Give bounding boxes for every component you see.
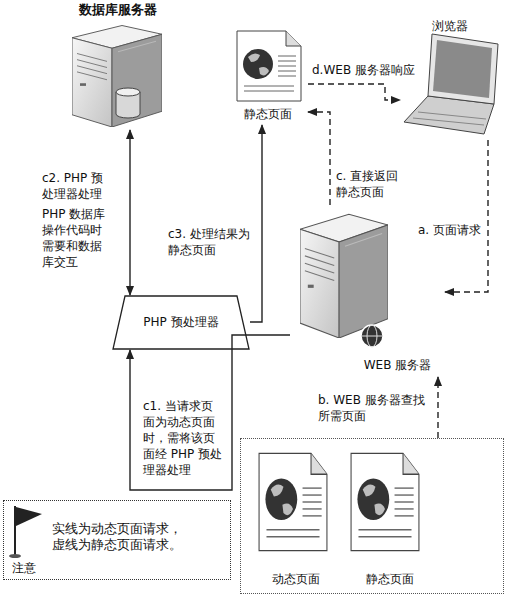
trapezoid-shape xyxy=(113,296,249,349)
static-request-arrow xyxy=(437,377,438,438)
node-label: PHP 预处理器 xyxy=(112,314,250,330)
dynamic-page: 动态页面 xyxy=(255,449,337,589)
static-request-arrow xyxy=(308,84,400,100)
dynamic-request-arrow xyxy=(250,125,262,322)
database-server: 数据库服务器 xyxy=(55,2,180,130)
node-label: 静态页面 xyxy=(228,106,308,122)
edge-label: d.WEB 服务器响应 xyxy=(312,62,432,78)
flag-icon xyxy=(9,506,42,558)
page-icon xyxy=(237,31,301,101)
edge-label: c2. PHP 预处理器处理 xyxy=(42,170,110,202)
static-request-arrow xyxy=(445,140,488,292)
node-label: 数据库服务器 xyxy=(55,2,180,18)
dynamic-page-icon xyxy=(259,453,327,550)
static-page: 静态页面 xyxy=(349,449,431,589)
node-label: 动态页面 xyxy=(255,571,337,587)
database-server-icon xyxy=(72,26,162,128)
node-label: 静态页面 xyxy=(349,571,431,587)
laptop-icon xyxy=(404,34,498,134)
static-request-arrow xyxy=(308,112,330,205)
static-page: 静态页面 xyxy=(228,28,308,125)
dynamic-request-arrow xyxy=(129,130,130,295)
globe-icon xyxy=(361,325,383,347)
edge-label: c. 直接返回静态页面 xyxy=(336,168,404,200)
note-tag: 注意 xyxy=(4,560,44,576)
edge-label: c1. 当请求页面为动态页面时，需将该页面经 PHP 预处理器处理 xyxy=(143,398,223,478)
node-label: 浏览器 xyxy=(415,18,485,34)
annotation-text: PHP 数据库操作代码时需要和数据库交互 xyxy=(42,206,110,270)
static-page-icon xyxy=(351,453,419,550)
page-store-group: 动态页面静态页面 xyxy=(240,438,504,594)
edge-label: c3. 处理结果为静态页面 xyxy=(168,226,252,258)
edge-label: b. WEB 服务器查找所需页面 xyxy=(318,392,434,424)
dynamic-request-arrow xyxy=(130,335,290,490)
note-box: 注意实线为动态页面请求，虚线为静态页面请求。 xyxy=(3,500,231,580)
browser: 浏览器 xyxy=(400,14,505,140)
note-text: 实线为动态页面请求，虚线为静态页面请求。 xyxy=(52,521,186,553)
web-server-icon xyxy=(300,214,388,338)
database-cylinder xyxy=(116,88,140,118)
edge-label: a. 页面请求 xyxy=(418,222,486,238)
php-preprocessor: PHP 预处理器 xyxy=(112,295,250,350)
node-label: WEB 服务器 xyxy=(350,357,445,373)
